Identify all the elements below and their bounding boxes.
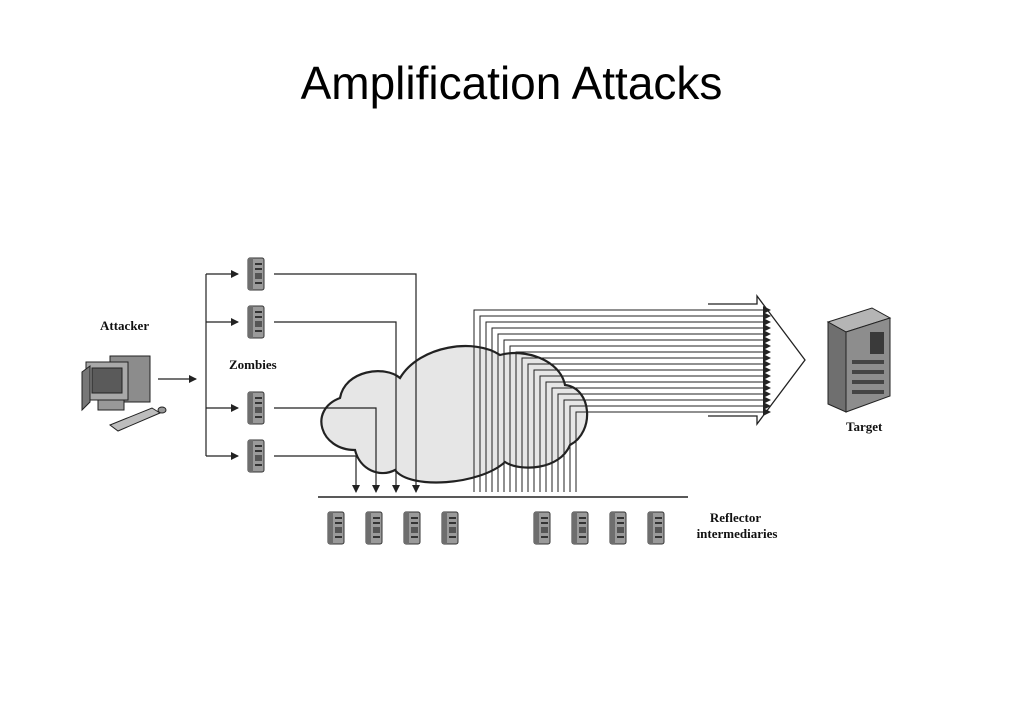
amplified-flow-line bbox=[545, 378, 771, 492]
amplified-flow-line bbox=[479, 312, 771, 492]
reflector-server-icon bbox=[403, 511, 421, 545]
zombie-server-icon bbox=[247, 391, 265, 425]
zombie-server-icon bbox=[247, 439, 265, 473]
reflector-server-icon bbox=[441, 511, 459, 545]
amplified-flow-line bbox=[569, 402, 771, 492]
amplified-flow-line bbox=[497, 330, 771, 492]
amplified-flow-line bbox=[485, 318, 771, 492]
amplified-flow-line bbox=[509, 342, 771, 492]
amplified-flow-line bbox=[557, 390, 771, 492]
amplified-flow-line bbox=[563, 396, 771, 492]
amplified-flow-line bbox=[551, 384, 771, 492]
reflector-server-icon bbox=[609, 511, 627, 545]
target-label: Target bbox=[846, 419, 883, 434]
reflector-label-line1: Reflector bbox=[710, 510, 761, 525]
reflector-label-line2: intermediaries bbox=[697, 526, 778, 541]
slide-title: Amplification Attacks bbox=[300, 57, 723, 109]
reflector-server-icon bbox=[571, 511, 589, 545]
attacker-label: Attacker bbox=[100, 318, 149, 333]
amplified-flow-line bbox=[503, 336, 771, 492]
amplified-flow-line bbox=[515, 348, 771, 492]
reflector-server-icon bbox=[365, 511, 383, 545]
amplified-flow-line bbox=[521, 354, 771, 492]
reflector-label: Reflector intermediaries bbox=[697, 510, 778, 541]
amplified-flow-line bbox=[527, 360, 771, 492]
amplified-flow-line bbox=[575, 408, 771, 492]
reflector-server-icon bbox=[647, 511, 665, 545]
reflector-server-icon bbox=[533, 511, 551, 545]
zombie-server-icon bbox=[247, 305, 265, 339]
attacker-computer-icon bbox=[81, 355, 167, 432]
network-cloud bbox=[320, 344, 589, 484]
amplified-flow-line bbox=[473, 306, 771, 492]
amplified-flow-line bbox=[539, 372, 771, 492]
zombies-label: Zombies bbox=[229, 357, 277, 372]
amplified-flow-line bbox=[491, 324, 771, 492]
amplified-flow-line bbox=[533, 366, 771, 492]
target-server-icon bbox=[826, 307, 892, 413]
zombie-server-icon bbox=[247, 257, 265, 291]
reflector-server-icon bbox=[327, 511, 345, 545]
amplified-traffic-arrow bbox=[708, 294, 806, 426]
